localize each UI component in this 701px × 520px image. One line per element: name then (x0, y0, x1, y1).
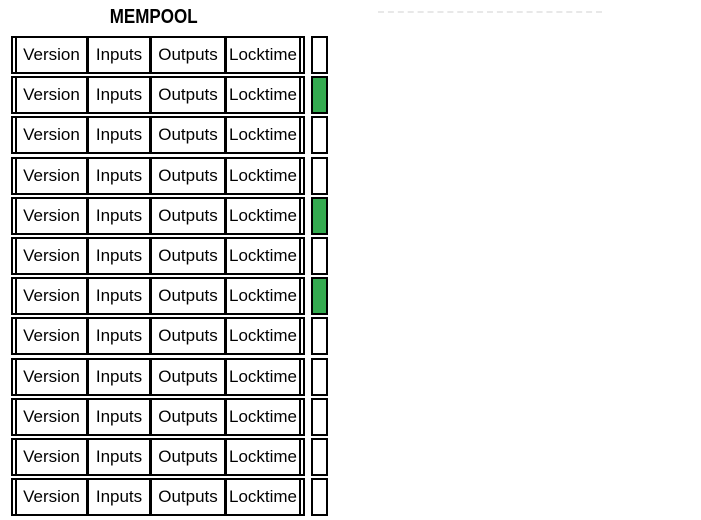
transaction-row: Version Inputs Outputs Locktime (11, 76, 331, 114)
transaction-box: Version Inputs Outputs Locktime (11, 277, 305, 315)
tx-status-box (311, 317, 328, 355)
tx-field-inputs: Inputs (87, 317, 151, 355)
tx-field-version: Version (15, 157, 88, 195)
tx-field-locktime: Locktime (225, 478, 301, 516)
tx-field-inputs: Inputs (87, 277, 151, 315)
tx-status-box (311, 398, 328, 436)
transaction-box: Version Inputs Outputs Locktime (11, 157, 305, 195)
tx-field-version: Version (15, 398, 88, 436)
tx-field-locktime: Locktime (225, 438, 301, 476)
tx-field-outputs: Outputs (150, 76, 226, 114)
transaction-row: Version Inputs Outputs Locktime (11, 237, 331, 275)
tx-field-version: Version (15, 438, 88, 476)
dashed-divider-line (378, 11, 602, 13)
tx-field-locktime: Locktime (225, 36, 301, 74)
tx-field-version: Version (15, 197, 88, 235)
transaction-box: Version Inputs Outputs Locktime (11, 237, 305, 275)
tx-field-outputs: Outputs (150, 36, 226, 74)
transaction-row: Version Inputs Outputs Locktime (11, 157, 331, 195)
tx-status-box (311, 358, 328, 396)
tx-field-outputs: Outputs (150, 197, 226, 235)
tx-field-outputs: Outputs (150, 438, 226, 476)
tx-field-locktime: Locktime (225, 157, 301, 195)
tx-field-locktime: Locktime (225, 277, 301, 315)
tx-field-outputs: Outputs (150, 237, 226, 275)
tx-field-outputs: Outputs (150, 358, 226, 396)
tx-field-locktime: Locktime (225, 398, 301, 436)
tx-field-outputs: Outputs (150, 116, 226, 154)
tx-field-inputs: Inputs (87, 478, 151, 516)
tx-field-locktime: Locktime (225, 317, 301, 355)
tx-field-outputs: Outputs (150, 157, 226, 195)
transaction-box: Version Inputs Outputs Locktime (11, 398, 305, 436)
tx-status-box (311, 116, 328, 154)
transaction-row: Version Inputs Outputs Locktime (11, 36, 331, 74)
transaction-row: Version Inputs Outputs Locktime (11, 478, 331, 516)
tx-status-box (311, 438, 328, 476)
transaction-row: Version Inputs Outputs Locktime (11, 317, 331, 355)
tx-status-box (311, 197, 328, 235)
tx-field-version: Version (15, 358, 88, 396)
tx-field-outputs: Outputs (150, 317, 226, 355)
tx-field-locktime: Locktime (225, 358, 301, 396)
mempool-title: MEMPOOL (109, 6, 198, 28)
tx-field-inputs: Inputs (87, 438, 151, 476)
tx-field-locktime: Locktime (225, 116, 301, 154)
transaction-box: Version Inputs Outputs Locktime (11, 76, 305, 114)
tx-field-inputs: Inputs (87, 197, 151, 235)
tx-status-box (311, 36, 328, 74)
tx-field-version: Version (15, 116, 88, 154)
transaction-box: Version Inputs Outputs Locktime (11, 36, 305, 74)
tx-status-box (311, 277, 328, 315)
tx-field-outputs: Outputs (150, 398, 226, 436)
tx-status-box (311, 157, 328, 195)
tx-field-inputs: Inputs (87, 398, 151, 436)
tx-field-outputs: Outputs (150, 478, 226, 516)
tx-field-locktime: Locktime (225, 197, 301, 235)
transaction-row: Version Inputs Outputs Locktime (11, 116, 331, 154)
tx-field-version: Version (15, 317, 88, 355)
tx-field-version: Version (15, 36, 88, 74)
transaction-box: Version Inputs Outputs Locktime (11, 116, 305, 154)
tx-status-box (311, 76, 328, 114)
tx-field-locktime: Locktime (225, 237, 301, 275)
tx-field-inputs: Inputs (87, 116, 151, 154)
tx-field-locktime: Locktime (225, 76, 301, 114)
tx-field-inputs: Inputs (87, 157, 151, 195)
tx-field-version: Version (15, 237, 88, 275)
tx-field-version: Version (15, 277, 88, 315)
transaction-box: Version Inputs Outputs Locktime (11, 438, 305, 476)
tx-field-version: Version (15, 478, 88, 516)
transaction-row: Version Inputs Outputs Locktime (11, 277, 331, 315)
transaction-box: Version Inputs Outputs Locktime (11, 197, 305, 235)
transaction-row: Version Inputs Outputs Locktime (11, 398, 331, 436)
tx-field-inputs: Inputs (87, 237, 151, 275)
tx-field-inputs: Inputs (87, 358, 151, 396)
transaction-row: Version Inputs Outputs Locktime (11, 197, 331, 235)
tx-status-box (311, 478, 328, 516)
tx-field-outputs: Outputs (150, 277, 226, 315)
transaction-box: Version Inputs Outputs Locktime (11, 358, 305, 396)
tx-status-box (311, 237, 328, 275)
tx-field-inputs: Inputs (87, 76, 151, 114)
transaction-row: Version Inputs Outputs Locktime (11, 438, 331, 476)
tx-field-inputs: Inputs (87, 36, 151, 74)
tx-field-version: Version (15, 76, 88, 114)
transaction-row: Version Inputs Outputs Locktime (11, 358, 331, 396)
transaction-box: Version Inputs Outputs Locktime (11, 478, 305, 516)
transaction-box: Version Inputs Outputs Locktime (11, 317, 305, 355)
